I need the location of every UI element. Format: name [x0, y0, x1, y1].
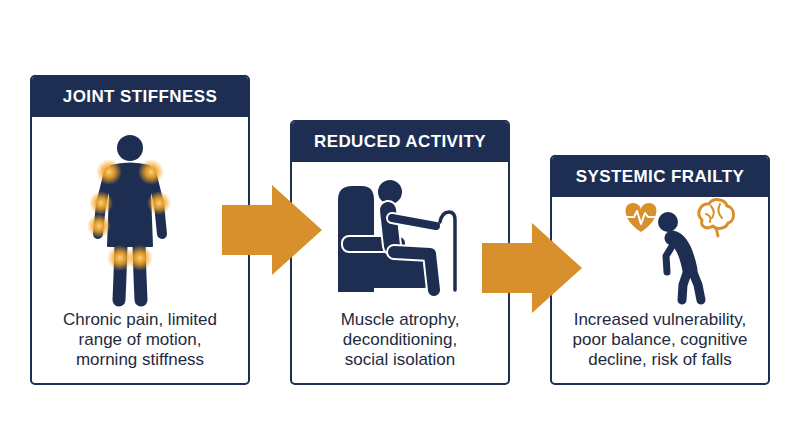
- box-heading: JOINT STIFFNESS: [63, 87, 217, 107]
- figure-torso: [108, 164, 152, 247]
- joint-glow: [107, 245, 133, 271]
- process-box: SYSTEMIC FRAILTY Increased vulnerability,…: [550, 155, 770, 385]
- figure-arm: [151, 172, 162, 234]
- figure-leg: [139, 244, 141, 300]
- process-box: REDUCED ACTIVITY Muscle atrophy, decondit…: [290, 120, 510, 385]
- stooped-torso: [672, 238, 690, 270]
- stooped-arm: [666, 243, 674, 272]
- frailty-icons: [626, 200, 734, 300]
- box-description: Chronic pain, limited range of motion, m…: [53, 310, 228, 370]
- person-leg: [394, 252, 434, 290]
- heart-icon: [626, 203, 657, 232]
- box-header: REDUCED ACTIVITY: [292, 122, 508, 162]
- armchair-figure: [338, 179, 455, 292]
- process-box: JOINT STIFFNESS Chronic pain, limited ran…: [30, 75, 250, 385]
- chair-back: [338, 186, 374, 292]
- brain-icon: [699, 200, 734, 229]
- box-description: Muscle atrophy, deconditioning, social i…: [330, 310, 470, 370]
- stooped-head: [658, 212, 678, 232]
- flow-arrow: [222, 185, 322, 275]
- stooped-leg: [682, 270, 688, 300]
- person-torso: [388, 210, 392, 246]
- person-outline: [392, 218, 436, 226]
- box-heading: REDUCED ACTIVITY: [314, 132, 486, 152]
- joint-glow: [127, 245, 153, 271]
- brain-folds: [706, 204, 722, 222]
- box-header: SYSTEMIC FRAILTY: [552, 157, 768, 197]
- person-head: [377, 179, 403, 205]
- joint-glow: [147, 191, 171, 215]
- person-arm: [392, 218, 436, 226]
- flow-arrow: [482, 223, 582, 313]
- figure-head: [117, 135, 143, 161]
- joint-glow: [138, 159, 164, 185]
- box-header: JOINT STIFFNESS: [32, 77, 248, 117]
- stooped-leg: [692, 270, 701, 300]
- heartbeat-line: [626, 211, 656, 224]
- joint-glow: [96, 159, 122, 185]
- box-description: Increased vulnerability, poor balance, c…: [563, 310, 758, 370]
- joint-glows: [87, 159, 171, 271]
- joint-glow: [89, 191, 113, 215]
- person-outline: [388, 210, 392, 246]
- person-outline: [394, 252, 434, 290]
- chair-armrest: [342, 236, 406, 252]
- walking-cane: [440, 212, 455, 290]
- figure-leg: [119, 244, 121, 300]
- figure-arm: [98, 172, 109, 234]
- box-heading: SYSTEMIC FRAILTY: [576, 167, 745, 187]
- brain-stem: [716, 228, 718, 236]
- joint-glow: [87, 214, 111, 238]
- chair-seat: [342, 248, 430, 288]
- human-figure: [98, 135, 162, 300]
